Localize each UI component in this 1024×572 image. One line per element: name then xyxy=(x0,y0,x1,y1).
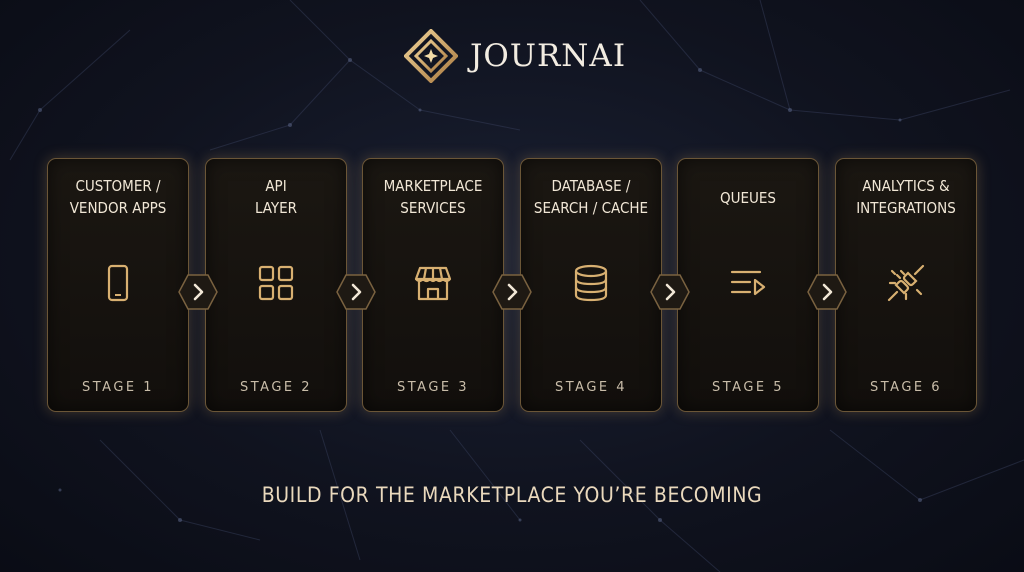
stage-label: STAGE 3 xyxy=(396,380,470,395)
plug-connect-icon xyxy=(886,263,926,303)
stage-card-5: QUEUES STAGE 5 xyxy=(677,158,819,412)
chevron-right-icon xyxy=(492,272,532,312)
grid-icon xyxy=(256,263,296,303)
stage-label: STAGE 5 xyxy=(711,380,785,395)
stage-label: STAGE 2 xyxy=(239,380,313,395)
stage-title: CUSTOMER / VENDOR APPS xyxy=(69,177,167,217)
stage-card-4: DATABASE / SEARCH / CACHE STAGE 4 xyxy=(520,158,662,412)
brand-logo: JOURNAI xyxy=(404,28,626,84)
stage-card-3: MARKETPLACE SERVICES STAGE 3 xyxy=(362,158,504,412)
stage-title: API LAYER xyxy=(254,177,298,217)
stage-card-6: ANALYTICS & INTEGRATIONS STAGE 6 xyxy=(835,158,977,412)
chevron-right-icon xyxy=(650,272,690,312)
storefront-icon xyxy=(413,263,453,303)
stage-card-1: CUSTOMER / VENDOR APPS STAGE 1 xyxy=(47,158,189,412)
chevron-right-icon xyxy=(336,272,376,312)
stage-label: STAGE 4 xyxy=(554,380,628,395)
stage-card-2: API LAYER STAGE 2 xyxy=(205,158,347,412)
smartphone-icon xyxy=(98,263,138,303)
stage-label: STAGE 1 xyxy=(81,380,155,395)
tagline: BUILD FOR THE MARKETPLACE YOU’RE BECOMIN… xyxy=(261,483,763,507)
stage-title: MARKETPLACE SERVICES xyxy=(383,177,483,217)
stage-title: DATABASE / SEARCH / CACHE xyxy=(533,177,649,217)
diamond-star-icon xyxy=(404,29,458,83)
database-icon xyxy=(571,263,611,303)
stage-label: STAGE 6 xyxy=(869,380,943,395)
stage-title: ANALYTICS & INTEGRATIONS xyxy=(856,177,956,217)
queue-icon xyxy=(728,263,768,303)
stage-title: QUEUES xyxy=(719,189,776,207)
brand-name: JOURNAI xyxy=(470,38,627,74)
chevron-right-icon xyxy=(807,272,847,312)
chevron-right-icon xyxy=(178,272,218,312)
